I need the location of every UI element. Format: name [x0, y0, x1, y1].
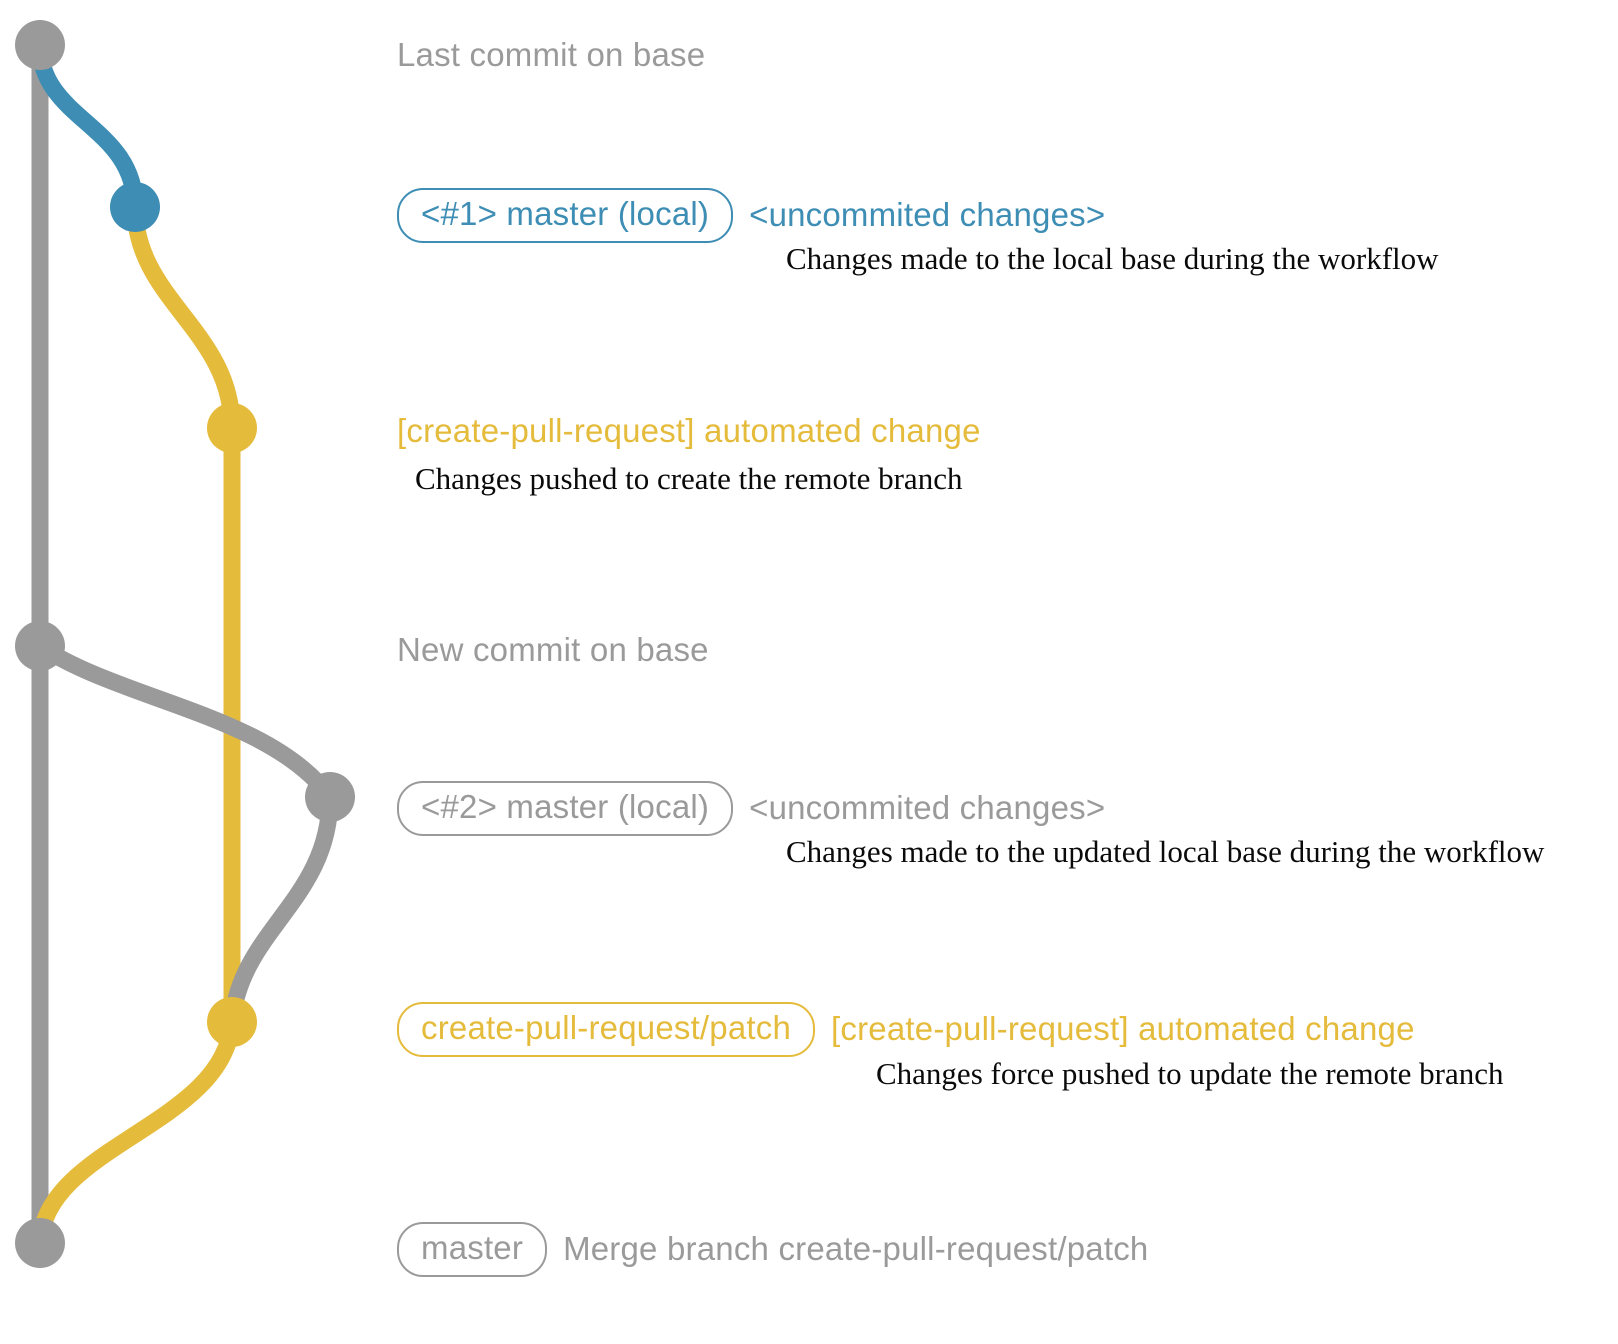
label-new-commit-on-base: New commit on base — [397, 631, 709, 668]
branch-badge-master-local-2[interactable]: <#2> master (local) — [397, 781, 734, 836]
label-last-commit-on-base: Last commit on base — [397, 36, 706, 73]
row-create-pull-request-patch: create-pull-request/patch [create-pull-r… — [397, 1002, 1415, 1057]
row-master-merge: master Merge branch create-pull-request/… — [397, 1222, 1148, 1277]
edge-base-new-to-local-2 — [31, 637, 339, 806]
commit-node-base-top[interactable] — [15, 20, 65, 70]
commit-node-base-merge[interactable] — [15, 1218, 65, 1268]
commit-graph — [15, 20, 355, 1268]
edge-base-top-to-local-1 — [31, 36, 144, 216]
branch-badge-create-pull-request-patch[interactable]: create-pull-request/patch — [397, 1002, 816, 1057]
commit-message-local-1: <uncommited changes> — [749, 196, 1106, 234]
row-master-local-1: <#1> master (local) <uncommited changes> — [397, 188, 1105, 243]
label-automated-change-1: [create-pull-request] automated change — [397, 412, 981, 449]
edge-remote-2-to-base-merge — [31, 1013, 241, 1252]
commit-node-remote-1[interactable] — [207, 403, 257, 453]
commit-node-local-1[interactable] — [110, 182, 160, 232]
note-local-2: Changes made to the updated local base d… — [786, 834, 1545, 869]
edge-local-2-to-remote-2 — [223, 788, 339, 1031]
branch-badge-master[interactable]: master — [397, 1222, 548, 1277]
branch-badge-master-local-1[interactable]: <#1> master (local) — [397, 188, 734, 243]
note-automated-change-1: Changes pushed to create the remote bran… — [415, 461, 963, 496]
commit-node-remote-2[interactable] — [207, 997, 257, 1047]
commit-node-base-new[interactable] — [15, 621, 65, 671]
note-remote-2: Changes force pushed to update the remot… — [876, 1056, 1504, 1091]
commit-message-local-2: <uncommited changes> — [749, 789, 1106, 827]
commit-message-remote-2: [create-pull-request] automated change — [831, 1010, 1415, 1048]
row-master-local-2: <#2> master (local) <uncommited changes> — [397, 781, 1105, 836]
note-local-1: Changes made to the local base during th… — [786, 241, 1439, 276]
edge-local-1-to-remote-1 — [126, 198, 241, 437]
commit-node-local-2[interactable] — [305, 772, 355, 822]
commit-message-merge: Merge branch create-pull-request/patch — [563, 1230, 1149, 1268]
